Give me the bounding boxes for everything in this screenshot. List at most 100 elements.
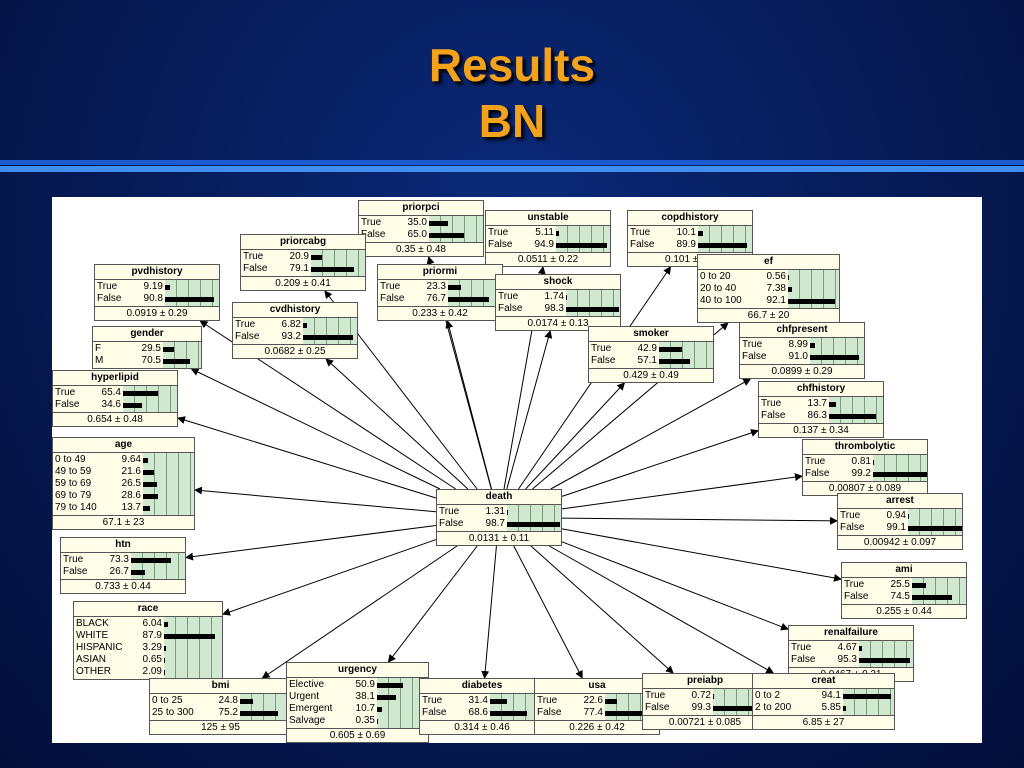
network-edges xyxy=(177,256,842,679)
state-probability: 34.6 xyxy=(101,399,121,410)
edge-death-to-diabetes xyxy=(481,545,497,679)
edge-death-to-ami xyxy=(561,528,842,582)
state-probability: 86.3 xyxy=(807,410,827,421)
state-label: False xyxy=(243,263,268,274)
probability-bar xyxy=(163,346,175,352)
probability-bar xyxy=(908,513,909,519)
state-probability: 24.8 xyxy=(218,695,238,706)
state-row: False 91.0 xyxy=(742,351,808,363)
state-row: False 34.6 xyxy=(55,399,121,411)
node-title: chfpresent xyxy=(740,323,864,338)
state-label: F xyxy=(95,343,102,354)
probability-bar xyxy=(912,594,953,600)
edge-death-to-creat xyxy=(549,545,775,674)
probability-bar xyxy=(163,358,190,364)
state-label: False xyxy=(235,331,260,342)
node-expected-value: 67.1 ± 23 xyxy=(102,517,145,528)
probability-bar xyxy=(143,505,150,511)
probability-bar xyxy=(143,481,157,487)
probability-bar xyxy=(143,493,158,499)
state-probability: 94.9 xyxy=(534,239,554,250)
state-label: False xyxy=(761,410,786,421)
state-label: True xyxy=(63,554,84,565)
node-title: age xyxy=(53,438,194,453)
state-probability: 95.3 xyxy=(837,654,857,665)
state-label: False xyxy=(742,351,767,362)
state-probability: 0.56 xyxy=(766,271,786,282)
state-label: BLACK xyxy=(76,618,109,629)
node-expected-value: 0.0131 ± 0.11 xyxy=(468,533,530,544)
slide-subtitle: BN xyxy=(478,95,546,147)
probability-bar xyxy=(164,669,166,675)
state-probability: 28.6 xyxy=(121,490,141,501)
state-probability: 0.35 xyxy=(355,715,375,726)
state-probability: 73.3 xyxy=(109,554,129,565)
state-label: 20 to 40 xyxy=(700,283,737,294)
edge-death-to-smoker xyxy=(525,382,626,490)
probability-bar xyxy=(659,358,690,364)
probability-bar xyxy=(377,682,403,688)
state-probability: 91.0 xyxy=(788,351,808,362)
node-title: renalfailure xyxy=(789,626,913,641)
state-probability: 6.82 xyxy=(281,319,301,330)
probability-bar xyxy=(490,698,507,704)
state-probability: 65.4 xyxy=(101,387,121,398)
node-title: priormi xyxy=(378,265,502,280)
state-label: Salvage xyxy=(289,715,326,726)
state-probability: 23.3 xyxy=(426,281,446,292)
state-row: False 86.3 xyxy=(761,410,827,422)
state-probability: 65.0 xyxy=(407,229,427,240)
node-title: usa xyxy=(535,679,659,694)
state-label: False xyxy=(63,566,88,577)
state-label: False xyxy=(55,399,80,410)
state-probability: 9.64 xyxy=(121,454,141,465)
state-probability: 99.1 xyxy=(886,522,906,533)
node-expected-value: 0.00942 ± 0.097 xyxy=(863,537,937,548)
node-expected-value: 0.00807 ± 0.089 xyxy=(828,483,902,494)
state-label: False xyxy=(591,355,616,366)
node-expected-value: 0.0174 ± 0.13 xyxy=(527,318,589,329)
state-label: False xyxy=(439,518,464,529)
probability-bar xyxy=(131,557,171,563)
node-title: arrest xyxy=(838,494,962,509)
slide-title: Results xyxy=(428,39,596,91)
